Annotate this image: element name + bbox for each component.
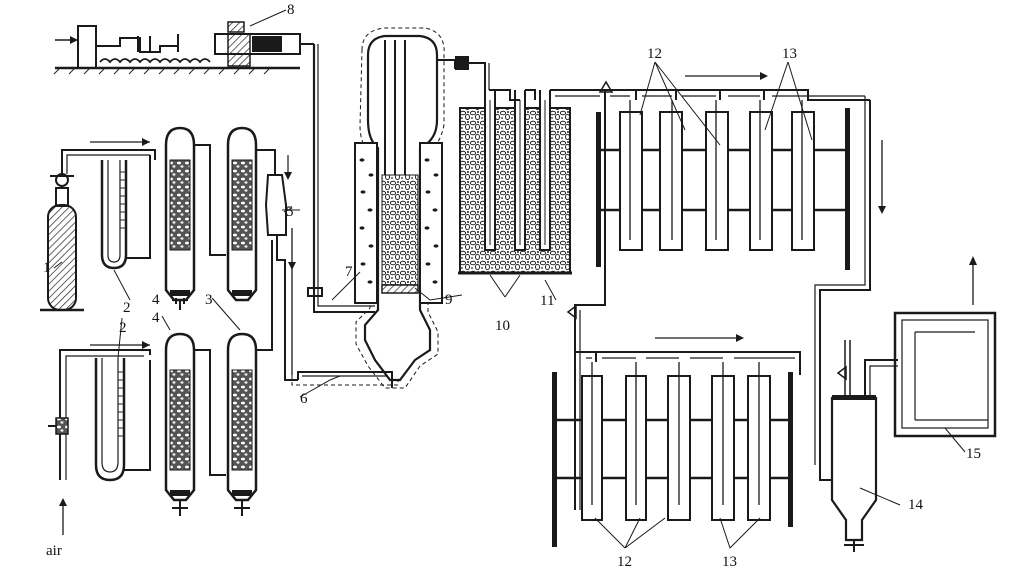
syringe-pump-assembly	[53, 21, 319, 290]
label-12-top: 12	[647, 46, 662, 62]
drying-column-bottom-1	[164, 332, 226, 516]
label-3: 3	[205, 292, 213, 308]
label-13-top: 13	[782, 46, 797, 62]
condenser-row-bottom	[552, 300, 801, 547]
cold-trap-bath	[458, 80, 614, 300]
manometer-top	[100, 155, 151, 270]
label-2-bottom: 2	[119, 320, 127, 336]
label-4-top: 4	[152, 292, 160, 308]
label-air: air	[46, 543, 62, 559]
label-1: 1	[43, 260, 51, 276]
label-12-bottom: 12	[617, 554, 632, 570]
label-5: 5	[286, 204, 294, 220]
drying-column-top-1	[164, 126, 226, 310]
gas-cylinder	[40, 138, 156, 312]
label-11: 11	[540, 293, 554, 309]
manometer-bottom	[48, 341, 151, 535]
condenser-row-top	[596, 72, 886, 470]
gas-meter-box	[893, 256, 997, 438]
drying-column-top-2	[226, 126, 292, 302]
label-13-bottom: 13	[722, 554, 737, 570]
part-labels: 1 2 2 3 4 4 5 6 7 8 9 10 11 12 13 12 13 …	[43, 2, 981, 570]
label-2-top: 2	[123, 300, 131, 316]
label-4-bottom: 4	[152, 310, 160, 326]
label-7: 7	[345, 264, 353, 280]
label-9: 9	[445, 292, 453, 308]
drying-column-bottom-2	[226, 240, 273, 516]
label-15: 15	[966, 446, 981, 462]
separator-vessel	[819, 340, 898, 552]
gas-mixer	[264, 174, 300, 381]
label-6: 6	[300, 391, 308, 407]
leader-lines	[53, 9, 966, 549]
label-8: 8	[287, 2, 295, 18]
label-10: 10	[495, 318, 510, 334]
label-14: 14	[908, 497, 924, 513]
